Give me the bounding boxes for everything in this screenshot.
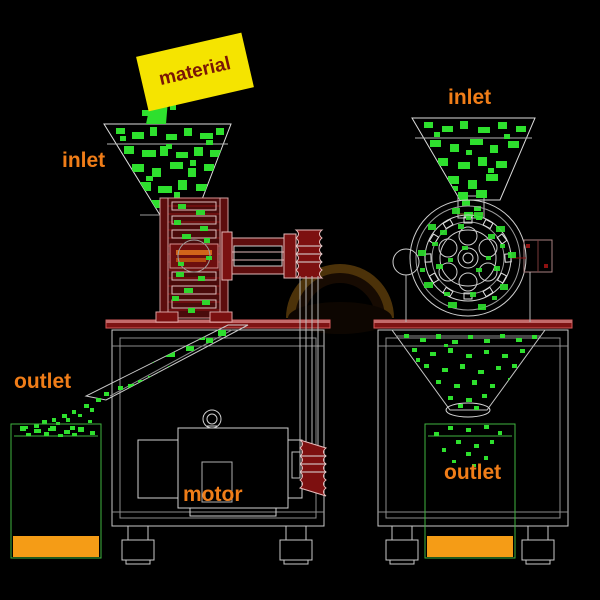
granules-chamber-right <box>418 208 516 310</box>
screen-ring <box>424 216 512 300</box>
collection-bin-right <box>424 423 516 559</box>
grinding-chamber-section-left <box>155 197 233 323</box>
machine-frame-right <box>373 319 573 527</box>
left-unit <box>10 123 331 565</box>
collection-bin-left <box>10 423 102 559</box>
inlet-label-right: inlet <box>448 86 492 109</box>
discharge-cone-right <box>391 329 546 418</box>
adjustable-feet-left <box>121 525 313 565</box>
granules-hopper-left <box>116 127 224 215</box>
outlet-label-right: outlet <box>444 461 502 484</box>
feed-hopper-right <box>411 117 536 219</box>
motor-pulley-left <box>291 439 328 497</box>
v-belt-left <box>299 276 319 452</box>
adjustable-feet-right <box>385 525 555 565</box>
grinding-chamber-round-right <box>392 199 553 322</box>
granules-bin-left <box>20 426 95 437</box>
drive-pulley-left <box>294 229 324 279</box>
granules-chute-left <box>106 330 227 394</box>
granules-chamber-left <box>172 204 212 313</box>
granules-falling-left <box>24 392 109 431</box>
outlet-chute-left <box>84 324 249 401</box>
granules-hopper-right <box>424 121 526 200</box>
motor-label: motor <box>183 483 243 506</box>
inlet-label-left: inlet <box>62 149 106 172</box>
material-label: material <box>157 53 233 90</box>
right-unit <box>373 117 573 565</box>
granules-bin-right <box>434 425 502 467</box>
granules-cone-right <box>404 334 537 410</box>
outlet-label-left: outlet <box>14 370 72 393</box>
drive-shaft-left <box>221 231 297 281</box>
